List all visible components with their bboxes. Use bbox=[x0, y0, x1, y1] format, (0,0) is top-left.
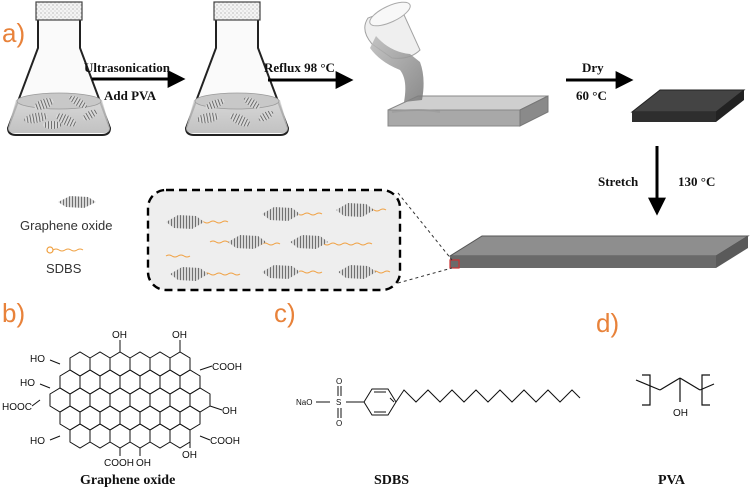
go-oh-bottom: OH bbox=[136, 458, 151, 469]
label-stretch: Stretch bbox=[598, 174, 639, 189]
sdbs-s: S bbox=[336, 398, 341, 407]
go-ho-left-mid: HO bbox=[20, 378, 35, 389]
legend-sdbs-symbol bbox=[46, 246, 84, 254]
panel-label-a: a) bbox=[2, 18, 25, 48]
casting-substrate bbox=[387, 95, 549, 127]
label-ultrasonication: Ultrasonication bbox=[84, 60, 171, 75]
label-dry-temp: 60 °C bbox=[576, 88, 607, 103]
legend: Graphene oxide SDBS bbox=[20, 196, 113, 276]
go-cooh-right-bottom: COOH bbox=[210, 436, 240, 447]
label-add-pva: Add PVA bbox=[104, 88, 157, 103]
panel-label-b: b) bbox=[2, 298, 25, 328]
sdbs-name: SDBS bbox=[374, 473, 409, 488]
sdbs-o-bottom: O bbox=[336, 419, 342, 428]
go-cooh-bottom: COOH bbox=[104, 458, 134, 469]
flask-1 bbox=[6, 1, 112, 136]
zoom-box bbox=[146, 188, 402, 292]
go-oh-right-mid: OH bbox=[222, 406, 237, 417]
graphene-oxide-name: Graphene oxide bbox=[80, 473, 175, 488]
panel-label-d: d) bbox=[596, 308, 619, 338]
legend-graphene-label: Graphene oxide bbox=[20, 218, 113, 233]
label-stretch-temp: 130 °C bbox=[678, 174, 715, 189]
label-reflux: Reflux 98 °C bbox=[264, 60, 335, 75]
pouring-beaker bbox=[364, 1, 424, 102]
pva-structure bbox=[635, 374, 715, 406]
stretched-film bbox=[448, 235, 750, 269]
graphene-oxide-groups: OH OH HO COOH HO HOOC OH HO COOH OH COOH… bbox=[2, 330, 242, 469]
go-cooh-right-top: COOH bbox=[212, 362, 242, 373]
sdbs-structure bbox=[316, 386, 581, 418]
pva-oh: OH bbox=[673, 408, 688, 419]
go-oh-top-right: OH bbox=[172, 330, 187, 341]
sdbs-nao: NaO bbox=[296, 398, 312, 407]
go-oh-bottom-right: OH bbox=[182, 450, 197, 461]
flask-stopper bbox=[35, 1, 83, 21]
go-hooc-left: HOOC bbox=[2, 402, 32, 413]
go-ho-bottom-left: HO bbox=[30, 436, 45, 447]
go-oh-top-center: OH bbox=[112, 330, 127, 341]
label-dry: Dry bbox=[582, 60, 604, 75]
pva-name: PVA bbox=[658, 473, 686, 488]
sdbs-o-top: O bbox=[336, 377, 342, 386]
go-ho-left-top: HO bbox=[30, 354, 45, 365]
zoom-marker bbox=[449, 259, 460, 269]
graphene-oxide-structure bbox=[31, 340, 223, 456]
flask-2 bbox=[184, 1, 290, 136]
panel-label-c: c) bbox=[274, 298, 296, 328]
legend-sdbs-label: SDBS bbox=[46, 261, 82, 276]
zoom-line-top bbox=[397, 192, 453, 261]
dried-film bbox=[630, 89, 746, 122]
zoom-line-bottom bbox=[397, 267, 453, 284]
legend-graphene-symbol bbox=[58, 196, 96, 208]
